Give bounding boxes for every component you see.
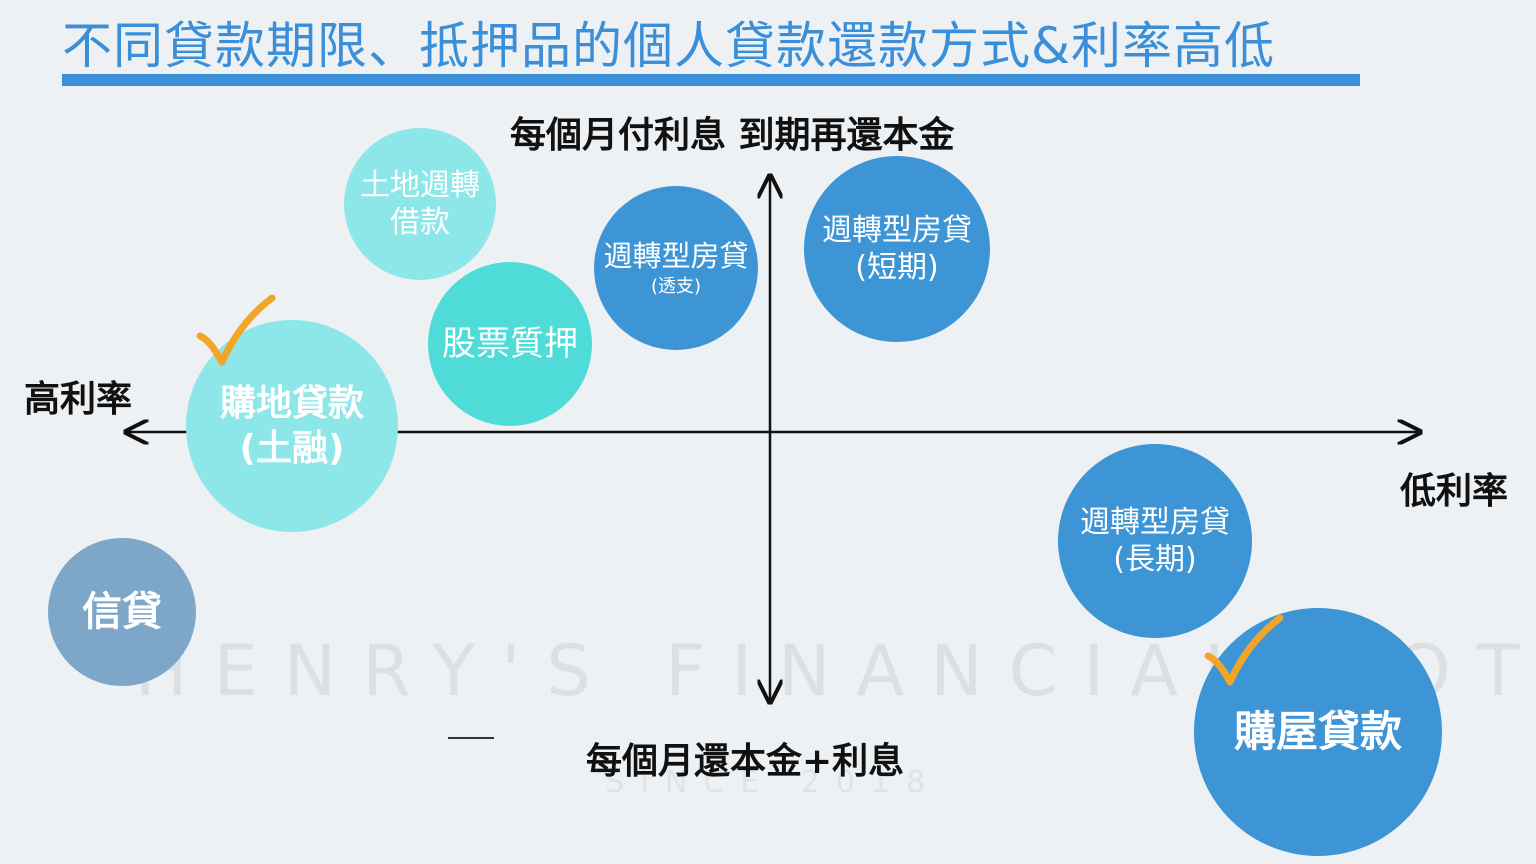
check-mark-icon <box>196 294 276 366</box>
bubble-label: 購地貸款 <box>219 383 364 424</box>
axis-label-top: 每個月付利息 到期再還本金 <box>510 115 955 156</box>
page-title: 不同貸款期限、抵押品的個人貸款還款方式&利率高低 <box>62 17 1275 75</box>
check-mark-icon <box>1204 614 1284 686</box>
bubble-label: (長期) <box>1113 542 1197 577</box>
title-underline <box>62 74 1360 86</box>
bubble-label: 週轉型房貸 <box>1080 504 1230 540</box>
bubble-label: 信貸 <box>82 589 162 635</box>
bubble-sublabel: (透支) <box>650 275 702 297</box>
bubble-label: 週轉型房貸 <box>822 212 972 248</box>
axis-label-bottom: 每個月還本金+利息 <box>586 741 905 782</box>
bubble-label: 週轉型房貸 <box>603 238 749 273</box>
bubble-label: 股票質押 <box>442 323 578 364</box>
bubble-revolving-overdraft: 週轉型房貸 (透支) <box>594 186 758 350</box>
axis-label-right: 低利率 <box>1400 471 1509 512</box>
watermark-sub: SINCE 2018 <box>605 765 942 800</box>
bubble-land-revolving: 土地週轉 借款 <box>344 128 496 280</box>
bubble-label: 土地週轉 <box>360 167 480 203</box>
bubble-label: 借款 <box>390 205 450 240</box>
bubble-revolving-short: 週轉型房貸 (短期) <box>804 156 990 342</box>
bubble-stock-pledge: 股票質押 <box>428 262 592 426</box>
bubble-label: (短期) <box>855 250 939 285</box>
bubble-label: 購屋貸款 <box>1233 706 1402 756</box>
divider-dash <box>448 737 494 739</box>
bubble-credit: 信貸 <box>48 538 196 686</box>
bubble-label: (土融) <box>239 428 345 469</box>
axis-label-left: 高利率 <box>24 379 133 420</box>
bubble-home-purchase: 購屋貸款 <box>1194 608 1442 856</box>
bubble-revolving-long: 週轉型房貸 (長期) <box>1058 444 1252 638</box>
